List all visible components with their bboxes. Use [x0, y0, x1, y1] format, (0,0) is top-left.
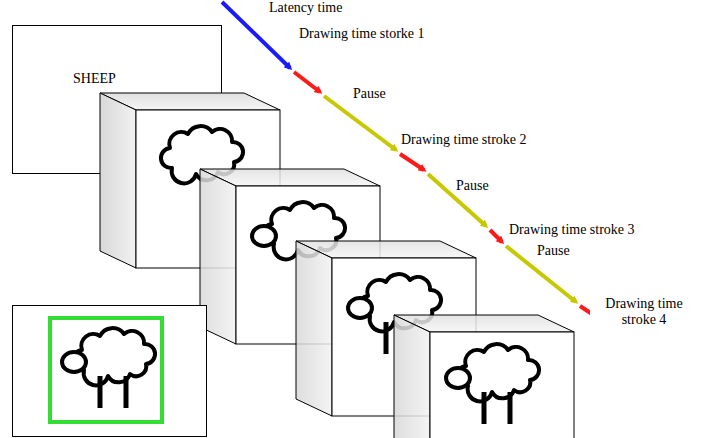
stroke-card-4 — [394, 315, 574, 438]
phase-label: Drawing time stroke 2 — [400, 132, 528, 148]
phase-label: Drawing time stroke 4 — [590, 296, 698, 328]
phase-label: Drawing time storke 1 — [298, 26, 426, 42]
word-card: SHEEP — [12, 25, 222, 174]
timeline-arrows — [222, 2, 598, 318]
phase-label: Drawing time stroke 3 — [508, 222, 636, 238]
phase-label: Pause — [352, 86, 387, 102]
phase-label: Latency time — [268, 0, 343, 16]
card-word: SHEEP — [73, 71, 116, 87]
result-panel — [13, 306, 207, 437]
phase-label: Pause — [536, 243, 571, 259]
phase-label: Pause — [455, 178, 490, 194]
